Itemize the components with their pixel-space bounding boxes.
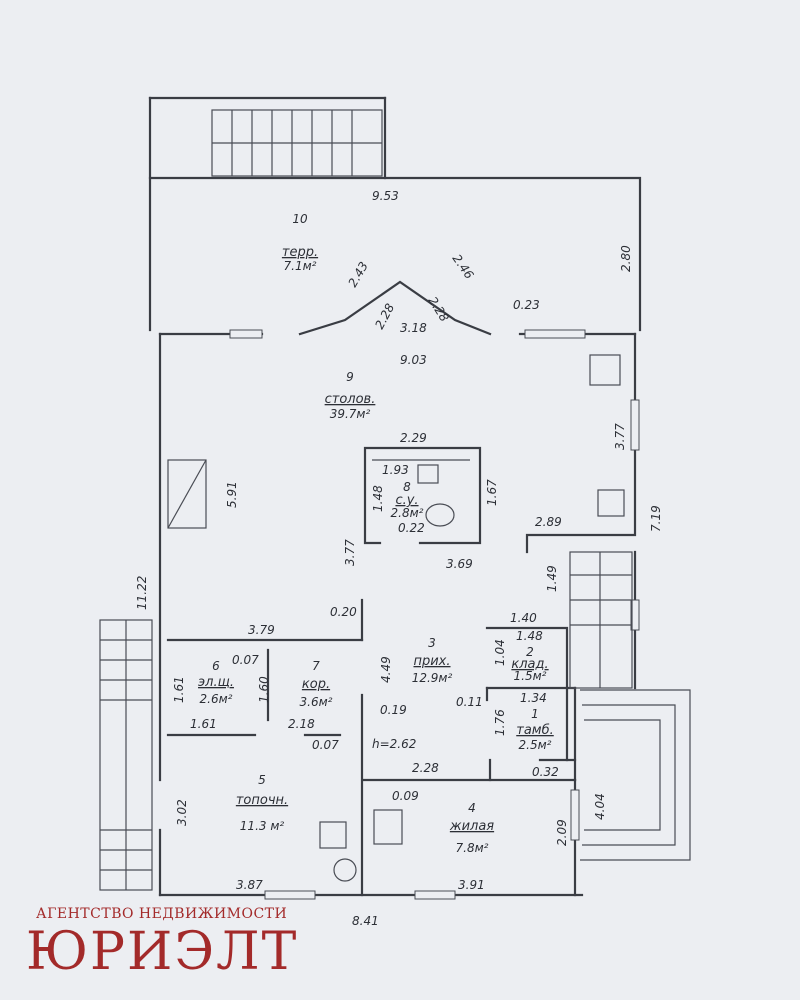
dim-wc-right: 1.67 xyxy=(485,479,499,506)
svg-text:1: 1 xyxy=(531,707,539,721)
dim-room4-top: 2.28 xyxy=(412,761,439,775)
dim-bay-center: 3.18 xyxy=(400,321,427,335)
svg-text:4: 4 xyxy=(468,801,476,815)
dim-storage-h: 1.04 xyxy=(493,639,507,666)
dim-vest-offset: 0.32 xyxy=(532,765,559,779)
dim-room7-offset: 0.07 xyxy=(312,738,339,752)
fixtures xyxy=(167,354,625,882)
dim-left-wall: 5.91 xyxy=(225,481,239,508)
svg-text:10: 10 xyxy=(292,212,308,226)
dimension-labels: 9.53 2.80 2.43 2.46 2.28 2.28 3.18 0.23 … xyxy=(135,189,663,928)
room-5-boiler: 5 топочн. 11.3 м² xyxy=(236,773,288,833)
dim-wc-top: 2.29 xyxy=(400,431,427,445)
dim-hall-height: 4.49 xyxy=(379,656,393,683)
dim-wc-bottom: 3.69 xyxy=(446,557,473,571)
dim-room6-w: 1.61 xyxy=(190,717,217,731)
dim-room6-h: 1.61 xyxy=(172,676,186,703)
dim-room7-w: 2.18 xyxy=(288,717,315,731)
svg-text:11.3 м²: 11.3 м² xyxy=(240,819,285,833)
dim-ceiling-h: h=2.62 xyxy=(372,737,416,751)
dim-vest-top: 1.34 xyxy=(520,691,547,705)
svg-text:3: 3 xyxy=(428,636,436,650)
dim-hall-offset: 0.19 xyxy=(380,703,407,717)
dim-room6-offset: 0.07 xyxy=(232,653,259,667)
dim-bottom-right: 3.91 xyxy=(458,878,485,892)
dim-terrace-width: 9.53 xyxy=(372,189,399,203)
dim-vest-h: 1.76 xyxy=(493,709,507,736)
dim-bay-left-inner: 2.28 xyxy=(372,301,397,331)
room-10-terrace: 10 терр. 7.1м² xyxy=(282,212,318,273)
dim-total-bottom: 8.41 xyxy=(352,914,379,928)
svg-text:эл.щ.: эл.щ. xyxy=(198,675,234,690)
dim-room5-h: 3.02 xyxy=(175,799,189,826)
svg-text:39.7м²: 39.7м² xyxy=(330,407,371,421)
brand-logo-text: ЮРИЭЛТ xyxy=(26,922,299,982)
dim-storage-offset: 0.11 xyxy=(456,695,483,709)
svg-text:прих.: прих. xyxy=(413,654,450,669)
svg-text:8: 8 xyxy=(403,480,411,494)
dim-storage-top: 1.48 xyxy=(516,629,543,643)
svg-text:топочн.: топочн. xyxy=(236,793,288,808)
dim-wc-left-outer: 3.77 xyxy=(343,539,357,566)
svg-text:7.1м²: 7.1м² xyxy=(284,259,317,273)
dim-wc-1: 1.93 xyxy=(382,463,409,477)
svg-text:2.6м²: 2.6м² xyxy=(200,692,233,706)
svg-text:2.8м²: 2.8м² xyxy=(391,506,424,520)
dim-kitchen-right: 3.77 xyxy=(613,423,627,450)
svg-text:5: 5 xyxy=(258,773,266,787)
svg-text:7: 7 xyxy=(312,659,320,673)
svg-text:тамб.: тамб. xyxy=(516,723,554,738)
room-4-living: 4 жилая 7.8м² xyxy=(449,801,494,855)
dim-room4-offset: 0.09 xyxy=(392,789,419,803)
svg-text:жилая: жилая xyxy=(449,819,494,834)
dim-bay-right-inner: 2.28 xyxy=(425,294,451,324)
svg-text:столов.: столов. xyxy=(325,392,376,407)
dim-terrace-depth: 2.80 xyxy=(619,245,633,272)
room-3-hallway: 3 прих. 12.9м² xyxy=(412,636,453,685)
svg-text:9: 9 xyxy=(346,370,354,384)
svg-text:2.5м²: 2.5м² xyxy=(519,738,552,752)
dim-corridor-top: 3.79 xyxy=(248,623,275,637)
windows xyxy=(229,329,640,900)
dim-room4-h: 2.09 xyxy=(555,819,569,846)
dim-porch-h: 4.04 xyxy=(593,793,607,820)
svg-text:6: 6 xyxy=(212,659,220,673)
dim-total-left: 11.22 xyxy=(135,576,149,610)
room-labels: 10 терр. 7.1м² 9 столов. 39.7м² 8 с.у. 2… xyxy=(198,212,554,855)
dim-dining-width: 9.03 xyxy=(400,353,427,367)
svg-text:12.9м²: 12.9м² xyxy=(412,671,453,685)
dim-bay-left-outer: 2.43 xyxy=(345,259,370,289)
room-9-dining: 9 столов. 39.7м² xyxy=(325,370,376,421)
dim-wc-left: 1.48 xyxy=(371,485,385,512)
svg-text:1.5м²: 1.5м² xyxy=(514,669,547,683)
dim-wc-door: 0.22 xyxy=(398,521,425,535)
svg-text:терр.: терр. xyxy=(282,245,318,260)
svg-text:7.8м²: 7.8м² xyxy=(456,841,489,855)
dim-room6-right: 1.60 xyxy=(257,676,271,703)
svg-text:клад.: клад. xyxy=(511,657,548,672)
room-1-vestibule: 1 тамб. 2.5м² xyxy=(516,707,554,752)
room-8-bathroom: 8 с.у. 2.8м² xyxy=(391,480,424,520)
dim-right-side: 7.19 xyxy=(649,505,663,532)
dim-stair-top: 2.89 xyxy=(535,515,562,529)
room-2-storage: 2 клад. 1.5м² xyxy=(511,645,548,683)
dim-stair-side: 1.49 xyxy=(545,565,559,592)
dim-bay-right-outer: 2.46 xyxy=(450,252,477,282)
svg-text:с.у.: с.у. xyxy=(395,493,418,508)
dim-stair-bottom: 1.40 xyxy=(510,611,537,625)
svg-text:кор.: кор. xyxy=(302,677,330,692)
stairs xyxy=(99,109,691,891)
dim-partition-offset: 0.20 xyxy=(330,605,357,619)
room-6-electrical: 6 эл.щ. 2.6м² xyxy=(198,659,234,706)
svg-text:2: 2 xyxy=(526,645,534,659)
svg-text:3.6м²: 3.6м² xyxy=(300,695,333,709)
dim-bottom-left: 3.87 xyxy=(236,878,263,892)
brand-subtitle: АГЕНТСТВО НЕДВИЖИМОСТИ xyxy=(36,906,288,922)
room-7-corridor: 7 кор. 3.6м² xyxy=(300,659,333,709)
dim-right-offset: 0.23 xyxy=(513,298,540,312)
